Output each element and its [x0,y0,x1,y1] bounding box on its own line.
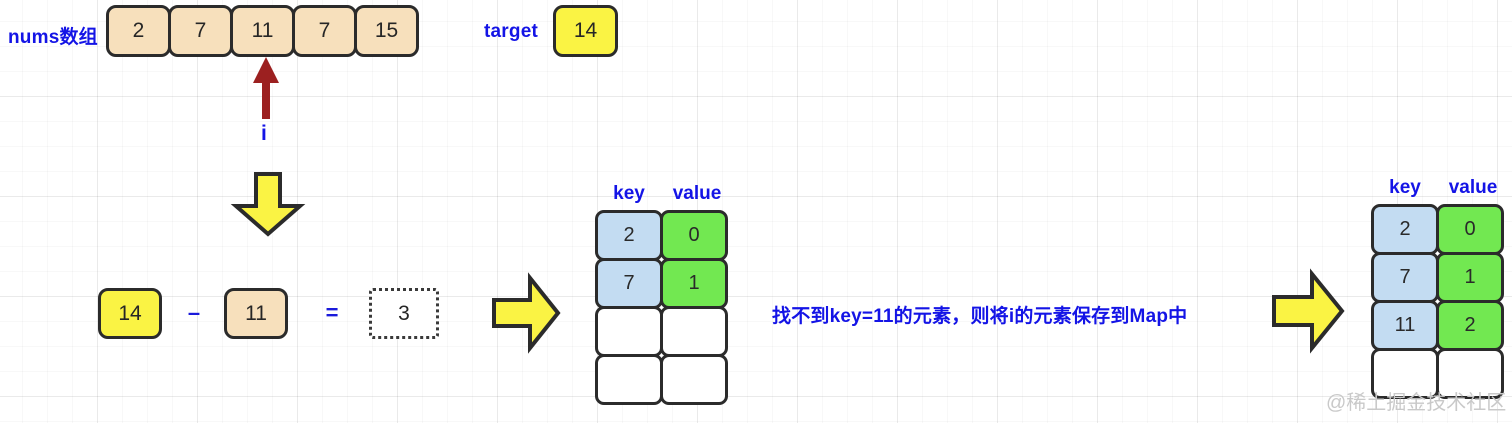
map-table-before: key value 2 0 7 1 [595,183,731,405]
map-before-key-2 [595,306,663,357]
map-after-header-value: value [1448,177,1498,198]
map-after-header: key value [1371,177,1507,199]
table-row: 2 0 [1371,204,1507,255]
map-before-value-3 [660,354,728,405]
nums-cell-0: 2 [106,5,171,57]
nums-cell-1: 7 [168,5,233,57]
table-row: 7 1 [1371,252,1507,303]
equation-equals-sign: = [325,300,339,325]
table-row: 7 1 [595,258,731,309]
map-table-after: key value 2 0 7 1 11 2 [1371,177,1507,399]
map-before-key-0: 2 [595,210,663,261]
equation-result-box: 3 [369,288,439,339]
table-row [1371,348,1507,399]
map-before-header: key value [595,183,731,205]
pointer-arrow-up-icon [248,57,284,119]
map-after-key-3 [1371,348,1439,399]
target-label: target [484,21,538,42]
map-after-value-1: 1 [1436,252,1504,303]
table-row [595,306,731,357]
equation-left-operand: 14 [98,288,162,339]
pointer-label-i: i [261,122,267,145]
map-after-value-3 [1436,348,1504,399]
map-before-value-1: 1 [660,258,728,309]
map-before-key-1: 7 [595,258,663,309]
map-after-value-2: 2 [1436,300,1504,351]
map-before-key-3 [595,354,663,405]
nums-cell-3: 7 [292,5,357,57]
equation-right-operand: 11 [224,288,288,339]
flow-arrow-right-icon-1 [492,272,561,354]
table-row [595,354,731,405]
watermark: @稀土掘金技术社区 [1326,392,1507,414]
nums-cell-2: 11 [230,5,295,57]
target-value-box: 14 [553,5,618,57]
nums-array: 2 7 11 7 15 [106,5,419,57]
nums-array-label: nums数组 [8,27,98,48]
map-before-header-value: value [672,183,722,204]
map-after-header-key: key [1389,177,1421,198]
table-row: 2 0 [595,210,731,261]
table-row: 11 2 [1371,300,1507,351]
flow-arrow-down-icon [230,172,306,237]
map-after-key-2: 11 [1371,300,1439,351]
explanation-note: 找不到key=11的元素，则将i的元素保存到Map中 [772,306,1188,327]
equation-minus-sign: – [187,300,201,325]
map-before-header-key: key [613,183,645,204]
map-after-key-0: 2 [1371,204,1439,255]
flow-arrow-right-icon-2 [1272,268,1345,354]
map-before-value-2 [660,306,728,357]
map-after-value-0: 0 [1436,204,1504,255]
map-after-key-1: 7 [1371,252,1439,303]
nums-cell-4: 15 [354,5,419,57]
map-before-value-0: 0 [660,210,728,261]
